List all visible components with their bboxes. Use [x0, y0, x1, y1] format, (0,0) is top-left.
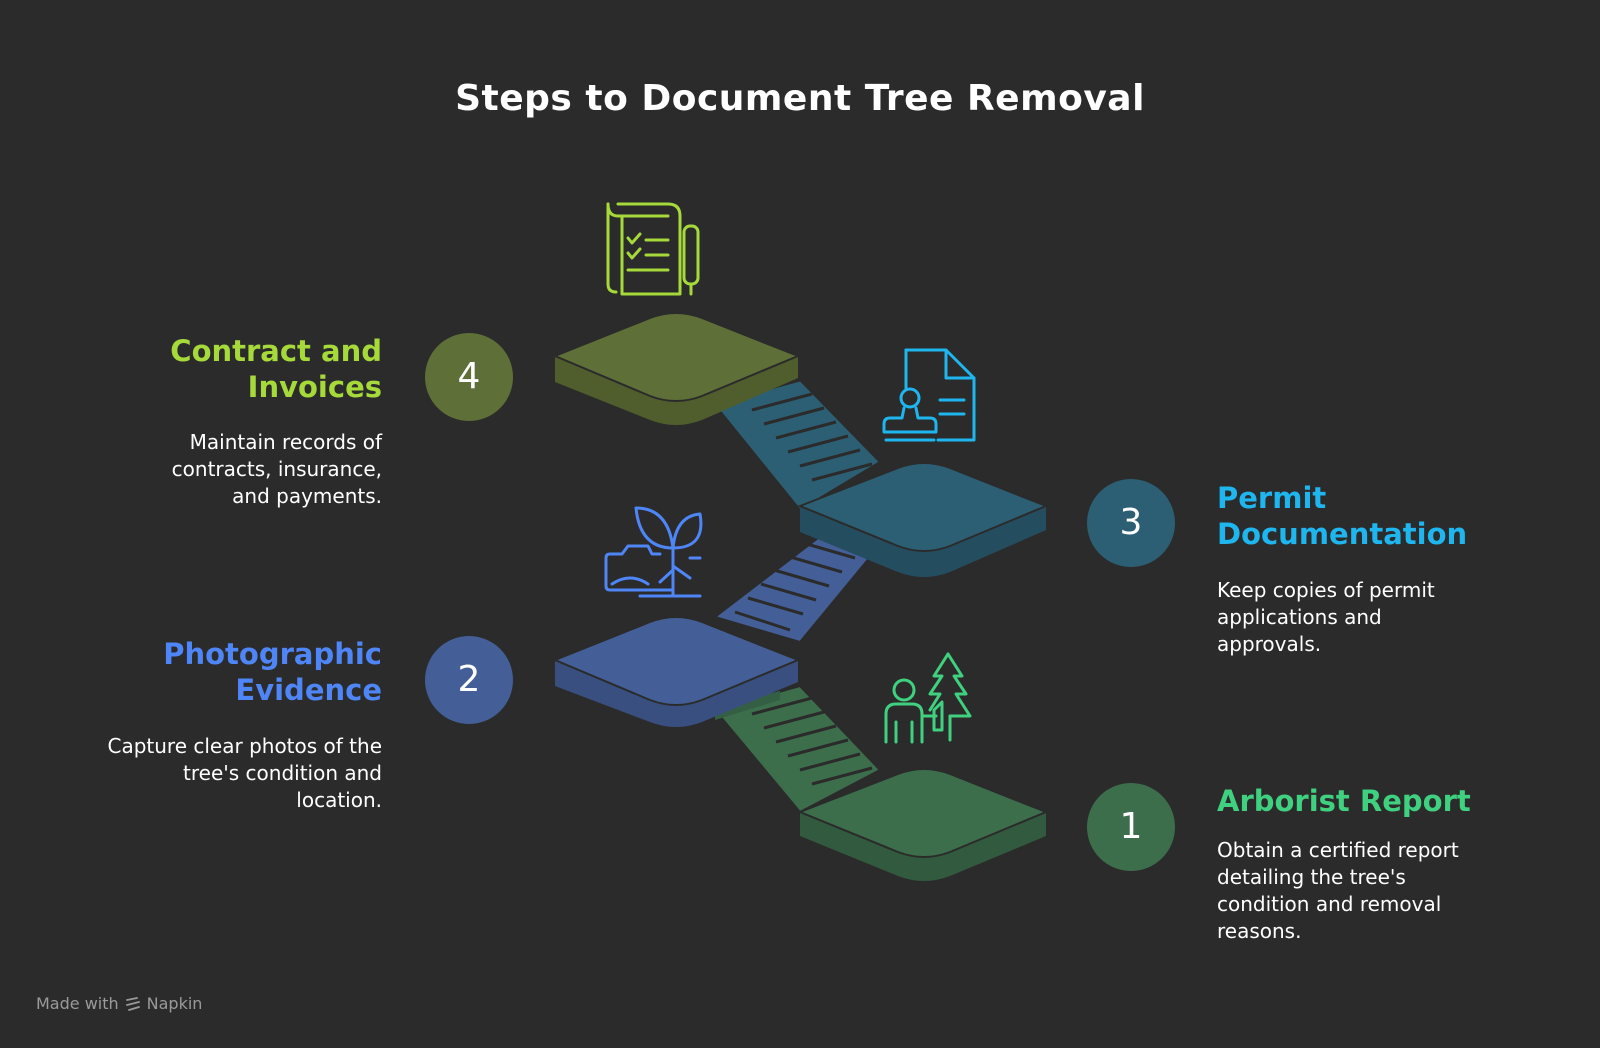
footer-made-with: Made with [36, 994, 119, 1013]
platform-4 [552, 312, 801, 425]
step-1-title: Arborist Report [1217, 784, 1471, 818]
footer-attribution[interactable]: Made with Napkin [36, 994, 202, 1013]
platform-1 [797, 768, 1049, 881]
platform-3 [797, 462, 1049, 577]
step-1-description: Obtain a certified report detailing the … [1217, 838, 1459, 943]
step-1-badge: 1 [1087, 783, 1175, 871]
checklist-pen-icon [606, 202, 700, 296]
photo-sprout-icon [604, 506, 703, 598]
napkin-logo-icon [125, 996, 140, 1011]
footer-brand: Napkin [146, 994, 203, 1013]
person-with-tree-icon [884, 652, 972, 744]
step-2-title: Photographic Evidence [163, 637, 382, 707]
step-4-title: Contract and Invoices [170, 334, 382, 404]
step-3-badge: 3 [1087, 479, 1175, 567]
step-4-description: Maintain records of contracts, insurance… [171, 430, 382, 508]
step-2-badge: 2 [425, 636, 513, 724]
page-title: Steps to Document Tree Removal [455, 78, 1145, 119]
step-2-description: Capture clear photos of the tree's condi… [107, 734, 383, 812]
step-4-badge: 4 [425, 333, 513, 421]
document-stamp-icon [882, 348, 976, 442]
step-3-description: Keep copies of permit applications and a… [1217, 578, 1435, 656]
platform-2 [552, 616, 801, 727]
step-3-title: Permit Documentation [1217, 481, 1468, 551]
